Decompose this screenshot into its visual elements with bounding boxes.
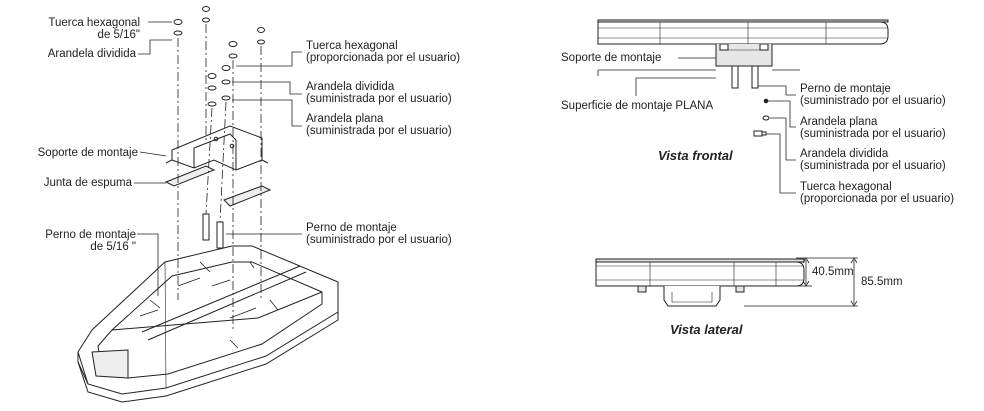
label-front-flat-washer-line2: (suministrada por el usuario) xyxy=(800,128,946,140)
label-front-flat-surface: Superficie de montaje PLANA xyxy=(561,100,713,112)
label-foam-gasket: Junta de espuma xyxy=(8,177,132,189)
label-front-split-washer-line2: (suministrada por el usuario) xyxy=(800,160,946,172)
label-front-mount-bolt: Perno de montaje (suministrado por el us… xyxy=(800,83,946,107)
label-front-flat-washer: Arandela plana (suministrada por el usua… xyxy=(800,116,946,140)
label-mount-bolt-user: Perno de montaje (suministrado por el us… xyxy=(306,222,452,246)
label-front-mounting-bracket: Soporte de montaje xyxy=(561,52,661,64)
label-front-split-washer: Arandela dividida (suministrada por el u… xyxy=(800,148,946,172)
front-view-bracket xyxy=(715,43,773,89)
label-front-flat-surface-line1: Superficie de montaje PLANA xyxy=(561,100,714,112)
label-front-mount-bolt-line1: Perno de montaje xyxy=(800,83,891,95)
label-front-hex-nut-line2: (proporcionada por el usuario) xyxy=(800,193,955,205)
front-view-leaders xyxy=(635,57,796,194)
left-leader-lines xyxy=(134,21,172,296)
bracket-isometric xyxy=(165,125,269,171)
side-dim-outer: 85.5mm xyxy=(861,276,903,288)
label-split-washer-user-line2: (suministrada por el usuario) xyxy=(306,93,452,105)
label-mount-bolt-5-16: Perno de montaje de 5/16 " xyxy=(8,229,136,253)
label-hex-nut-user: Tuerca hexagonal (proporcionada por el u… xyxy=(306,40,460,64)
label-front-flat-washer-line1: Arandela plana xyxy=(800,116,878,128)
label-foam-gasket-line1: Junta de espuma xyxy=(43,177,132,189)
side-view-bracket xyxy=(637,285,745,307)
label-front-mounting-bracket-line1: Soporte de montaje xyxy=(561,52,662,64)
label-mount-bolt-user-line2: (suministrado por el usuario) xyxy=(306,234,452,246)
label-front-hex-nut-line1: Tuerca hexagonal xyxy=(800,181,892,193)
label-split-washer: Arandela dividida xyxy=(8,48,136,60)
label-split-washer-user: Arandela dividida (suministrada por el u… xyxy=(306,81,452,105)
alignment-dashes xyxy=(177,24,262,330)
label-mounting-bracket-left: Soporte de montaje xyxy=(8,147,138,159)
side-view-lightbar xyxy=(595,258,805,287)
label-flat-washer-user: Arandela plana (suministrada por el usua… xyxy=(306,113,452,137)
label-hex-nut-user-line2: (proporcionada por el usuario) xyxy=(306,52,461,64)
label-hex-nut-5-16: Tuerca hexagonal de 5/16" xyxy=(8,17,140,41)
lightbar-base-isometric xyxy=(77,245,339,403)
label-mount-bolt-5-16-line2: de 5/16 " xyxy=(90,241,136,253)
label-hex-nut-5-16-line2: de 5/16" xyxy=(97,29,140,41)
side-dim-inner: 40.5mm xyxy=(812,266,854,278)
front-view-lightbar xyxy=(597,19,889,45)
label-hex-nut-user-line1: Tuerca hexagonal xyxy=(306,40,398,52)
label-front-hex-nut: Tuerca hexagonal (proporcionada por el u… xyxy=(800,181,954,205)
label-flat-washer-user-line2: (suministrada por el usuario) xyxy=(306,125,452,137)
foam-gasket-isometric xyxy=(164,165,272,207)
label-split-washer-line1: Arandela dividida xyxy=(47,48,136,60)
bolts-and-hardware xyxy=(173,6,265,249)
label-flat-washer-user-line1: Arandela plana xyxy=(306,113,384,125)
label-mounting-bracket-left-line1: Soporte de montaje xyxy=(37,147,138,159)
side-view-title: Vista lateral xyxy=(670,322,743,337)
label-split-washer-user-line1: Arandela dividida xyxy=(306,81,395,93)
label-mount-bolt-user-line1: Perno de montaje xyxy=(306,222,397,234)
label-front-mount-bolt-line2: (suministrado por el usuario) xyxy=(800,95,946,107)
middle-leader-lines xyxy=(226,51,302,235)
front-view-title: Vista frontal xyxy=(658,148,733,163)
label-mount-bolt-5-16-line1: Perno de montaje xyxy=(45,229,136,241)
front-view-hardware xyxy=(753,98,770,137)
label-hex-nut-5-16-line1: Tuerca hexagonal xyxy=(48,17,140,29)
front-view-surface xyxy=(597,69,800,76)
label-front-split-washer-line1: Arandela dividida xyxy=(800,148,889,160)
side-view-dimensions xyxy=(744,257,858,307)
